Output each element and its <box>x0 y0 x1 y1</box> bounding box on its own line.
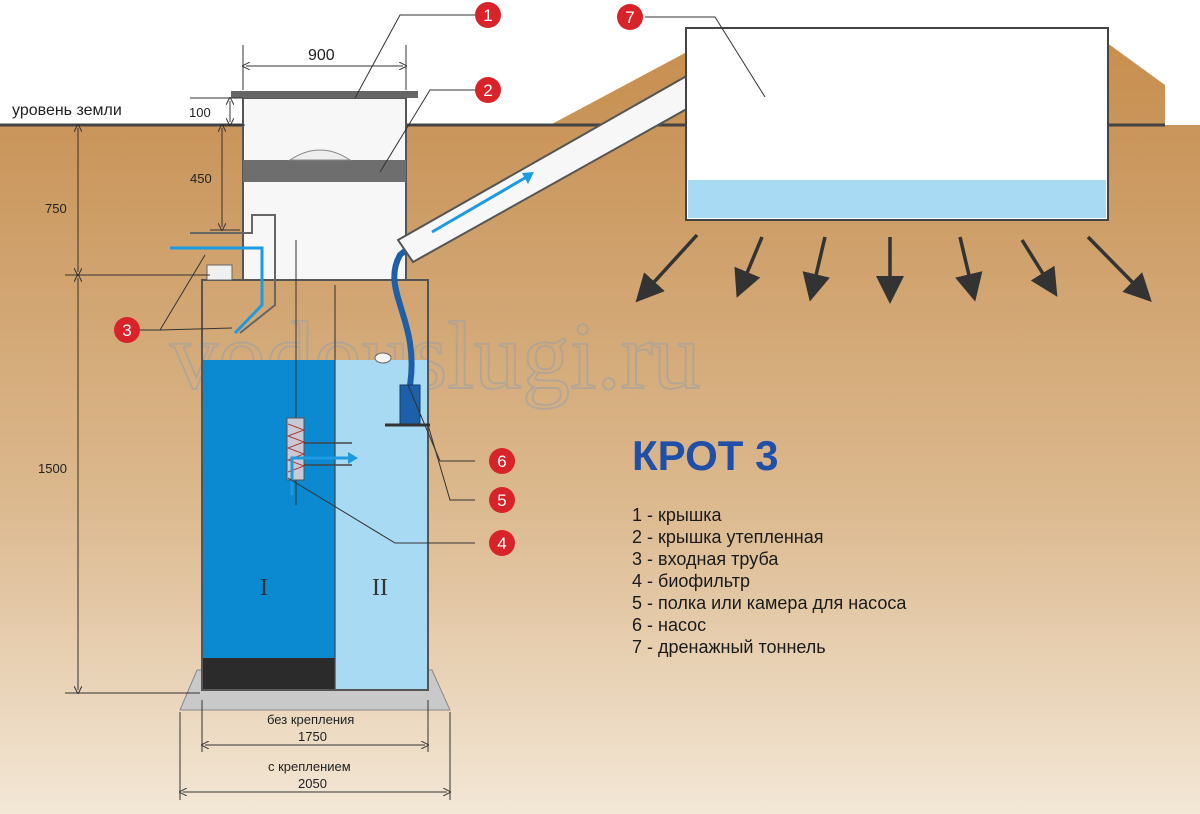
marker-2: 2 <box>475 77 501 103</box>
dimension-lines <box>65 45 450 800</box>
dim-2050-label: 2050 <box>298 776 327 791</box>
marker-7: 7 <box>617 4 643 30</box>
lid <box>231 91 418 98</box>
marker-5-label: 5 <box>497 491 506 510</box>
infiltration-arrow <box>1020 239 1058 297</box>
outlet-flow-arrow <box>431 173 531 234</box>
legend: 1 - крышка 2 - крышка утепленная 3 - вхо… <box>632 505 907 657</box>
drainage-tunnel-water <box>688 180 1106 218</box>
marker-7-circle <box>617 4 643 30</box>
tank-neck <box>242 97 407 281</box>
infiltration-arrow <box>635 233 699 303</box>
infiltration-arrow <box>802 236 830 302</box>
marker-2-label: 2 <box>483 81 492 100</box>
leader-3b <box>159 327 233 331</box>
insulated-lid <box>243 160 406 182</box>
leader-2 <box>379 89 475 173</box>
marker-4-circle <box>489 530 515 556</box>
marker-1: 1 <box>475 2 501 28</box>
marker-4-label: 4 <box>497 534 506 553</box>
marker-6: 6 <box>489 448 515 474</box>
dim-900-label: 900 <box>308 47 335 64</box>
chamber-one-water <box>202 360 335 690</box>
biofilter-flow-arrow <box>290 456 348 495</box>
marker-3: 3 <box>114 317 140 343</box>
legend-item: 2 - крышка утепленная <box>632 527 824 547</box>
insulated-lid-handle <box>288 149 352 161</box>
legend-item: 6 - насос <box>632 615 706 635</box>
sludge-layer <box>202 658 335 690</box>
marker-6-label: 6 <box>497 452 506 471</box>
infiltration-arrow <box>955 236 983 302</box>
chamber-two-label: II <box>372 575 388 601</box>
leader-lines <box>140 14 766 544</box>
marker-2-circle <box>475 77 501 103</box>
marker-3-circle <box>114 317 140 343</box>
marker-5: 5 <box>489 487 515 513</box>
pump-hose <box>391 242 415 386</box>
outlet-flow-arrowhead <box>522 172 534 184</box>
legend-item: 4 - биофильтр <box>632 571 750 591</box>
infiltration-arrow <box>734 236 764 298</box>
marker-3-label: 3 <box>122 321 131 340</box>
marker-5-circle <box>489 487 515 513</box>
inlet-pipe <box>190 214 276 334</box>
dim-100-label: 100 <box>189 105 211 120</box>
marker-1-label: 1 <box>483 6 492 25</box>
dim-1500-label: 1500 <box>38 461 67 476</box>
vent-cap <box>206 264 233 281</box>
leader-4 <box>287 477 475 544</box>
legend-item: 5 - полка или камера для насоса <box>632 593 907 613</box>
infiltration-arrow <box>1086 235 1152 302</box>
dim-450-label: 450 <box>190 171 212 186</box>
marker-6-circle <box>489 448 515 474</box>
legend-item: 1 - крышка <box>632 505 723 525</box>
dim-without-label: без крепления <box>267 712 354 727</box>
marker-4: 4 <box>489 530 515 556</box>
inlet-flow-arrow <box>170 246 264 335</box>
biofilter-flow-arrowhead <box>348 452 358 464</box>
marker-7-label: 7 <box>625 8 634 27</box>
chamber-one-label: I <box>260 575 268 601</box>
biofilter-coil <box>286 423 306 473</box>
infiltration-arrows <box>635 233 1152 304</box>
dim-with-label: с креплением <box>268 759 351 774</box>
dim-1750-label: 1750 <box>298 729 327 744</box>
legend-item: 3 - входная труба <box>632 549 779 569</box>
leader-7 <box>645 16 766 98</box>
biofilter-outlet <box>304 442 352 466</box>
float-switch <box>374 352 392 364</box>
soil <box>0 125 1200 814</box>
leader-6 <box>407 384 475 462</box>
ground-level-label: уровень земли <box>12 102 122 119</box>
diagram-title: КРОТ 3 <box>632 432 778 479</box>
dim-750-label: 750 <box>45 201 67 216</box>
marker-1-circle <box>475 2 501 28</box>
leader-1 <box>354 14 475 99</box>
legend-item: 7 - дренажный тоннель <box>632 637 826 657</box>
